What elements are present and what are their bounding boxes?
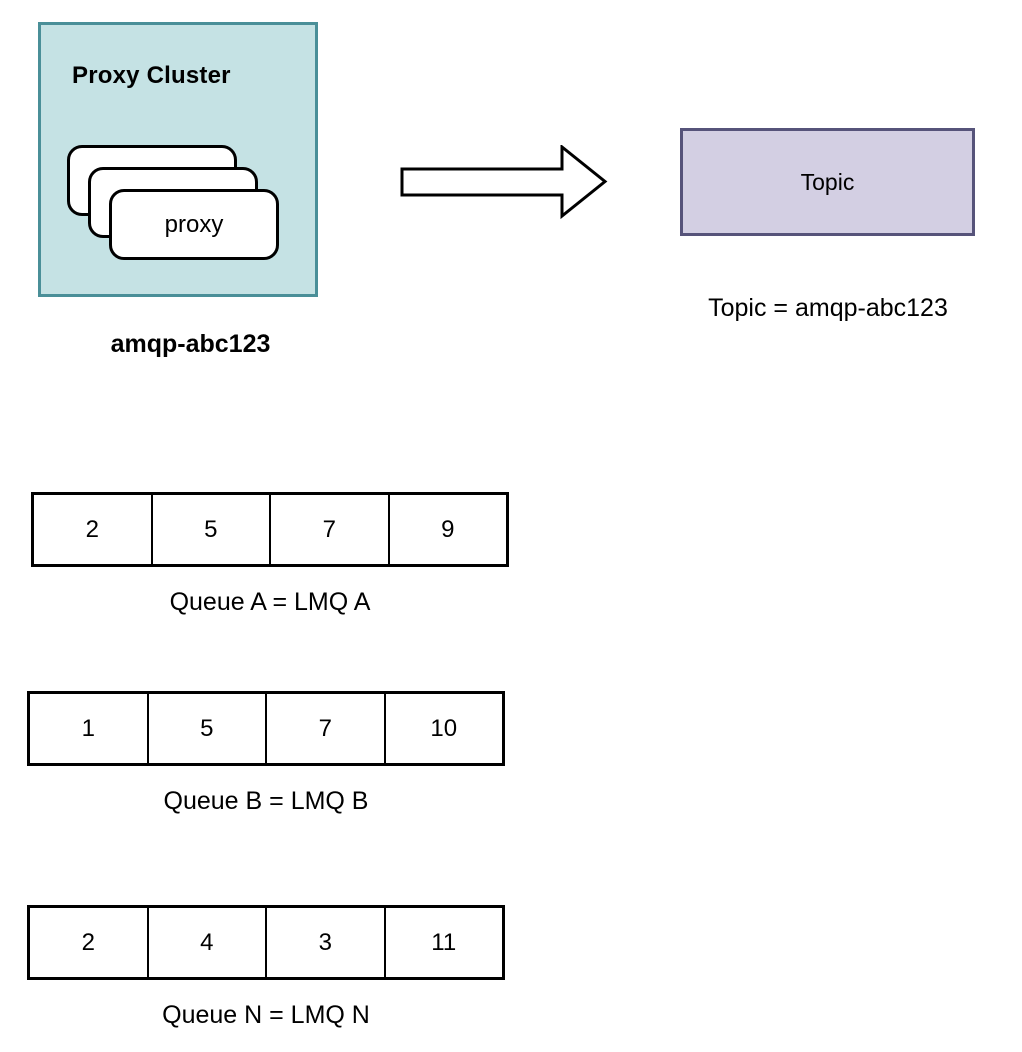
proxy-cluster-title: Proxy Cluster (72, 62, 231, 89)
topic-box: Topic (680, 128, 975, 236)
proxy-cluster-caption: amqp-abc123 (110, 330, 271, 358)
queue-cell: 7 (267, 694, 386, 763)
queue-a: 2 5 7 9 Queue A = LMQ A (31, 492, 509, 617)
flow-arrow-icon (400, 145, 608, 220)
queue-cell: 5 (153, 495, 271, 564)
queue-cell: 5 (149, 694, 267, 763)
queue-b-label: Queue B = LMQ B (163, 787, 369, 815)
queue-a-row: 2 5 7 9 (31, 492, 509, 567)
proxy-card-front: proxy (109, 189, 279, 260)
queue-n-label: Queue N = LMQ N (162, 1001, 370, 1029)
queue-a-label: Queue A = LMQ A (169, 588, 371, 616)
queue-cell: 2 (30, 908, 149, 977)
queue-cell: 1 (30, 694, 149, 763)
queue-cell: 7 (271, 495, 390, 564)
queue-n: 2 4 3 11 Queue N = LMQ N (27, 905, 505, 1030)
queue-cell: 9 (441, 515, 455, 543)
queue-b-row: 1 5 7 10 (27, 691, 505, 766)
topic-caption: Topic = amqp-abc123 (708, 294, 948, 322)
queue-cell: 2 (34, 495, 153, 564)
queue-n-row: 2 4 3 11 (27, 905, 505, 980)
queue-b: 1 5 7 10 Queue B = LMQ B (27, 691, 505, 816)
queue-cell: 11 (431, 928, 457, 956)
proxy-cluster-box: Proxy Cluster proxy (38, 22, 318, 297)
queue-cell: 10 (430, 714, 458, 742)
proxy-card-label: proxy (164, 210, 224, 238)
topic-label: Topic (800, 168, 855, 195)
queue-cell: 4 (149, 908, 267, 977)
queue-cell: 3 (267, 908, 386, 977)
